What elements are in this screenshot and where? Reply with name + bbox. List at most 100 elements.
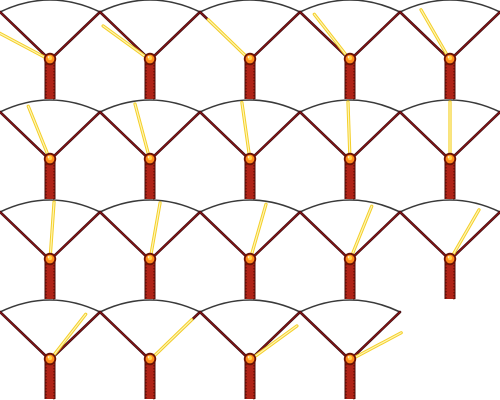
fan-left-edge-highlight bbox=[399, 11, 451, 61]
fan-right-edge-highlight bbox=[249, 111, 301, 161]
radar-hub bbox=[343, 52, 357, 66]
scan-fan bbox=[0, 100, 100, 160]
fan-left-edge-highlight bbox=[0, 11, 51, 61]
fan-right-edge-highlight bbox=[49, 311, 101, 361]
scan-beam-core bbox=[449, 209, 480, 261]
radar-sprite bbox=[398, 0, 500, 100]
fan-left-edge-highlight bbox=[399, 111, 451, 161]
fan-arc-outline bbox=[99, 199, 201, 213]
scan-beam-core bbox=[249, 203, 267, 261]
fan-right-edge-highlight bbox=[449, 111, 500, 161]
scan-beam-core bbox=[102, 25, 151, 61]
radar-sprite bbox=[0, 299, 102, 400]
radar-frame bbox=[98, 199, 202, 300]
radar-frame bbox=[298, 199, 402, 300]
radar-hub bbox=[343, 352, 357, 366]
fan-right-edge-highlight bbox=[49, 11, 101, 61]
fan-arc-outline bbox=[0, 299, 101, 313]
fan-left-edge-highlight bbox=[299, 11, 351, 61]
scan-fan bbox=[0, 200, 100, 260]
scan-fan bbox=[0, 0, 100, 60]
scan-beam-core bbox=[420, 9, 451, 61]
radar-frame bbox=[198, 299, 302, 400]
radar-frame bbox=[98, 299, 202, 400]
scan-fan bbox=[100, 0, 200, 60]
fan-left-edge-highlight bbox=[99, 111, 151, 161]
radar-sprite bbox=[0, 0, 102, 100]
radar-hub bbox=[443, 52, 457, 66]
radar-tower bbox=[344, 261, 356, 300]
fan-right-edge-highlight bbox=[249, 11, 301, 61]
radar-hub bbox=[243, 252, 257, 266]
radar-frame bbox=[0, 99, 102, 200]
radar-tower bbox=[244, 261, 256, 300]
radar-frame bbox=[98, 0, 202, 100]
radar-tower bbox=[144, 361, 156, 400]
scan-fan bbox=[100, 100, 200, 160]
radar-sprite bbox=[198, 199, 302, 300]
scan-beam-core bbox=[313, 13, 351, 61]
radar-sprite bbox=[298, 0, 402, 100]
radar-hub bbox=[143, 152, 157, 166]
scan-beam-core bbox=[349, 332, 402, 361]
radar-sprite bbox=[98, 199, 202, 300]
fan-right-edge-highlight bbox=[149, 211, 201, 261]
fan-left-edge-highlight bbox=[99, 211, 151, 261]
radar-hub bbox=[443, 252, 457, 266]
scan-fan bbox=[200, 300, 300, 360]
radar-tower bbox=[444, 161, 456, 200]
scan-fan bbox=[100, 300, 200, 360]
fan-left-edge-highlight bbox=[0, 111, 51, 161]
radar-sprite bbox=[398, 99, 500, 200]
radar-frame bbox=[0, 0, 102, 100]
fan-right-edge-highlight bbox=[349, 211, 401, 261]
scan-beam-core bbox=[249, 325, 298, 361]
radar-hub bbox=[43, 252, 57, 266]
scan-beam-core bbox=[149, 319, 193, 361]
radar-tower bbox=[144, 61, 156, 100]
radar-tower bbox=[244, 161, 256, 200]
fan-left-edge-highlight bbox=[299, 311, 351, 361]
fan-arc-outline bbox=[299, 0, 401, 13]
fan-arc-outline bbox=[199, 199, 301, 213]
scan-fan bbox=[300, 0, 400, 60]
scan-fan bbox=[400, 200, 500, 260]
scan-beam-core bbox=[49, 313, 87, 361]
radar-hub bbox=[343, 252, 357, 266]
scan-beam-core bbox=[149, 202, 161, 261]
radar-hub bbox=[43, 152, 57, 166]
fan-right-edge-highlight bbox=[49, 211, 101, 261]
scan-fan bbox=[0, 300, 100, 360]
fan-arc-outline bbox=[199, 299, 301, 313]
radar-sprite bbox=[98, 99, 202, 200]
scan-beam-core bbox=[241, 101, 251, 161]
scan-beam-core bbox=[349, 205, 373, 261]
radar-sprite bbox=[298, 99, 402, 200]
radar-sprite bbox=[298, 299, 403, 400]
radar-frame bbox=[398, 0, 500, 100]
fan-right-edge-highlight bbox=[149, 111, 201, 161]
scan-beam-core bbox=[347, 101, 351, 161]
scan-fan bbox=[200, 100, 300, 160]
radar-frame bbox=[398, 199, 500, 300]
fan-arc-outline bbox=[199, 99, 301, 113]
scan-fan bbox=[300, 200, 400, 260]
fan-arc-outline bbox=[0, 0, 101, 13]
radar-frame bbox=[198, 199, 302, 300]
scan-fan bbox=[400, 0, 500, 60]
radar-frame bbox=[98, 99, 202, 200]
radar-sprite bbox=[298, 199, 402, 300]
radar-hub bbox=[43, 52, 57, 66]
radar-sprite bbox=[0, 199, 102, 300]
radar-sprite bbox=[398, 199, 500, 300]
fan-arc-outline bbox=[399, 0, 500, 13]
radar-tower bbox=[44, 261, 56, 300]
fan-arc-outline bbox=[299, 99, 401, 113]
radar-frame bbox=[0, 199, 102, 300]
scan-beam-core bbox=[27, 105, 51, 161]
radar-tower bbox=[44, 361, 56, 400]
fan-right-edge-highlight bbox=[349, 11, 401, 61]
fan-left-edge-highlight bbox=[199, 111, 251, 161]
fan-arc-outline bbox=[399, 99, 500, 113]
radar-tower bbox=[144, 261, 156, 300]
